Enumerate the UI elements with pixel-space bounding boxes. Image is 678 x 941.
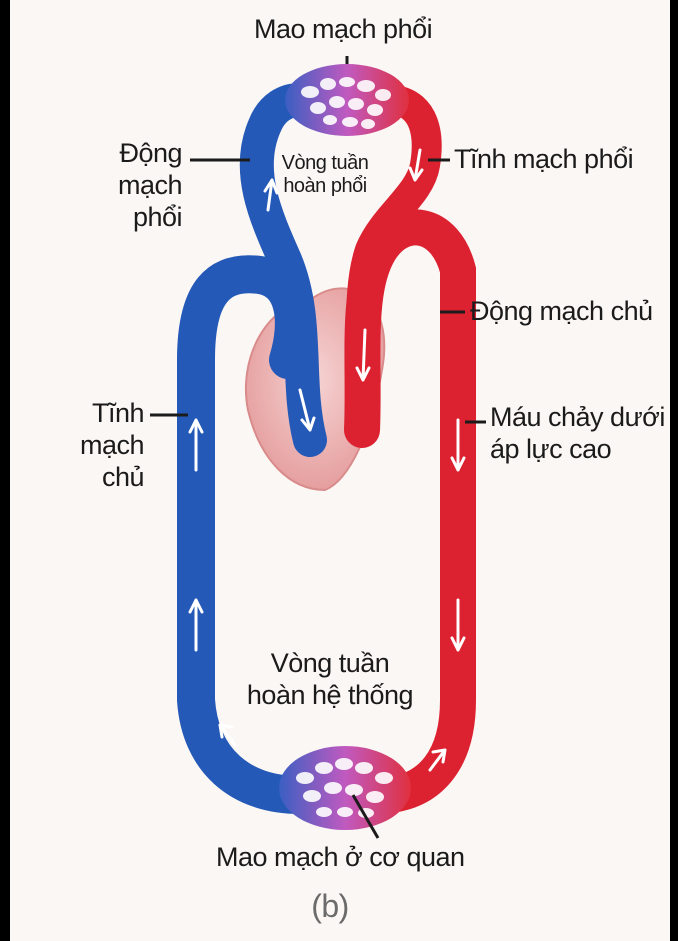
vena-cava-line-1: Tĩnh — [91, 398, 145, 428]
systemic-circulation-line-2: hoàn hệ thống — [246, 679, 414, 710]
high-pressure-line-1: Máu chảy dưới — [490, 402, 665, 432]
pulmonary-artery-line-3: phổi — [132, 201, 183, 232]
pulmonary-capillaries-label: Mao mạch phổi — [254, 14, 433, 44]
vena-cava-label: Tĩnh mạch chủ — [60, 398, 145, 494]
pulmonary-vein-label: Tĩnh mạch phổi — [454, 144, 634, 174]
leader-lines — [150, 56, 486, 839]
circulatory-system-diagram — [150, 56, 486, 839]
diagram-panel: Mao mạch phổi Động mạch phổi Vòng tuần h… — [10, 0, 670, 941]
high-pressure-line-2: áp lực cao — [490, 433, 612, 464]
pulmonary-circulation-line-2: hoàn phổi — [283, 175, 367, 197]
organ-capillaries-label: Mao mạch ở cơ quan — [216, 842, 465, 872]
vena-cava-line-3: chủ — [101, 461, 145, 492]
aorta-vessel — [344, 209, 476, 813]
figure-caption: (b) — [311, 888, 349, 924]
pulmonary-artery-line-1: Động — [119, 138, 182, 168]
pulmonary-artery-label: Động mạch phổi — [102, 138, 183, 234]
pulmonary-artery-line-2: mạch — [117, 169, 183, 200]
systemic-circulation-line-1: Vòng tuần — [270, 648, 390, 678]
systemic-circulation-label: Vòng tuần hoàn hệ thống — [230, 648, 430, 712]
pulmonary-circulation-line-1: Vòng tuần — [281, 152, 369, 174]
pulmonary-capillary-bed — [285, 64, 409, 136]
pulmonary-circulation-label: Vòng tuần hoàn phổi — [260, 152, 390, 198]
aorta-label: Động mạch chủ — [470, 296, 653, 326]
high-pressure-label: Máu chảy dưới áp lực cao — [490, 402, 665, 466]
pulmonary-artery-vessel — [239, 83, 327, 457]
flow-arrows — [188, 148, 466, 772]
vena-cava-line-2: mạch — [79, 429, 145, 460]
organ-capillary-bed — [279, 746, 411, 830]
